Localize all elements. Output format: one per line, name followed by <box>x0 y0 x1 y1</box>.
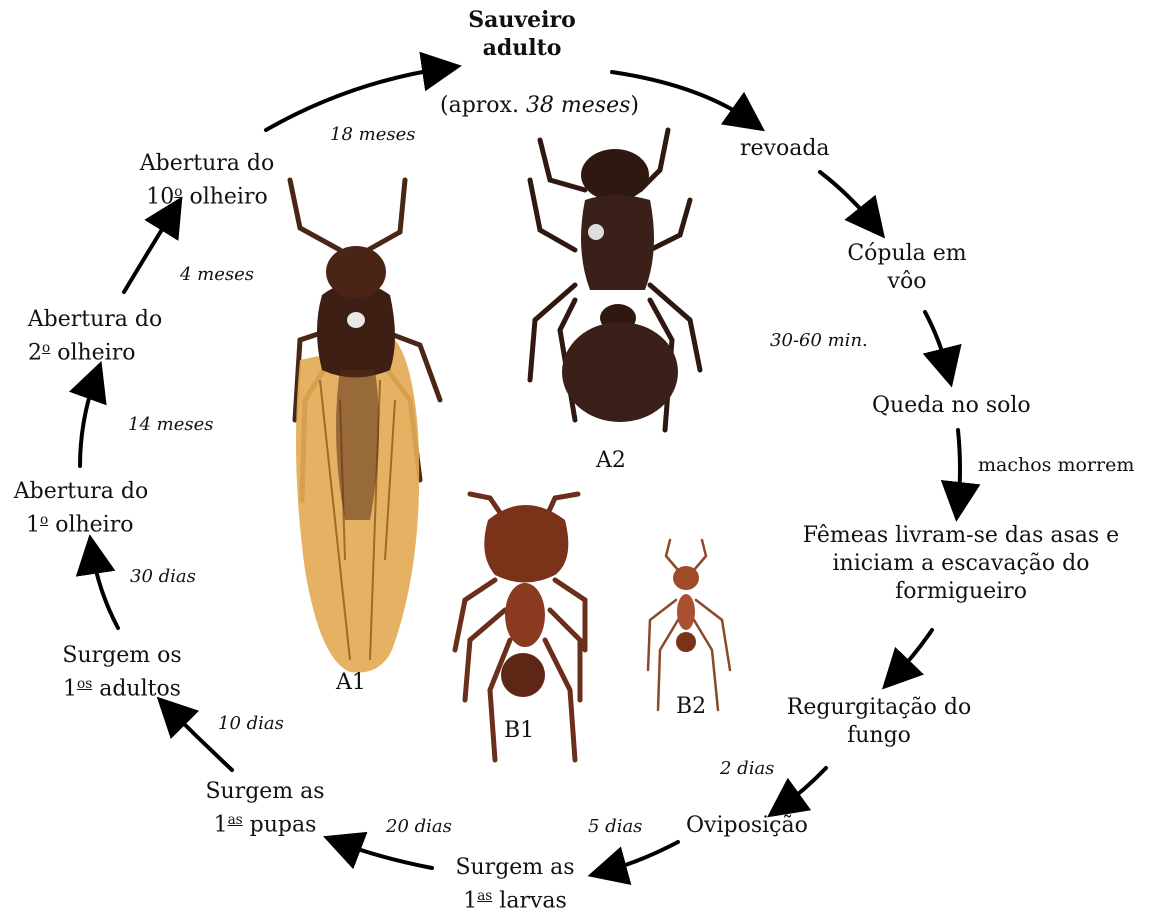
duration-30-60-min: 30-60 min. <box>770 330 868 351</box>
stage-adult-age: (aprox. 38 meses) <box>440 92 620 120</box>
stage-revoada: revoada <box>740 135 830 163</box>
duration-18-meses: 18 meses <box>330 124 415 145</box>
note-machos-morrem: machos morrem <box>978 454 1134 476</box>
stage-abertura-1: Abertura do 1o olheiro <box>6 478 156 540</box>
stage-oviposicao: Oviposição <box>686 812 808 840</box>
stage-pupas: Surgem as 1as pupas <box>195 778 335 840</box>
duration-14-meses: 14 meses <box>128 414 213 435</box>
stage-femeas: Fêmeas livram-se das asas e iniciam a es… <box>766 522 1156 606</box>
duration-5-dias: 5 dias <box>588 816 642 837</box>
ant-label-a2: A2 <box>596 448 626 473</box>
ant-label-b2: B2 <box>676 694 706 719</box>
stage-adult-title: Sauveiro adulto <box>462 6 582 62</box>
duration-10-dias: 10 dias <box>218 713 284 734</box>
stage-larvas: Surgem as 1as larvas <box>445 854 585 916</box>
stage-adultos: Surgem os 1os adultos <box>52 642 192 704</box>
ant-a2-image <box>530 130 700 430</box>
duration-30-dias: 30 dias <box>130 566 196 587</box>
duration-20-dias: 20 dias <box>386 816 452 837</box>
stage-abertura-2: Abertura do 2o olheiro <box>20 306 170 368</box>
duration-2-dias: 2 dias <box>720 758 774 779</box>
ant-a1-image <box>290 180 440 673</box>
stage-regurgitacao: Regurgitação do fungo <box>774 694 984 750</box>
ant-b2-image <box>648 540 730 710</box>
ant-label-a1: A1 <box>336 670 366 695</box>
stage-copula: Cópula em vôo <box>842 240 972 296</box>
stage-abertura-10: Abertura do 10o olheiro <box>132 150 282 212</box>
ant-label-b1: B1 <box>504 718 534 743</box>
stage-queda: Queda no solo <box>872 392 1031 420</box>
duration-4-meses: 4 meses <box>180 264 254 285</box>
